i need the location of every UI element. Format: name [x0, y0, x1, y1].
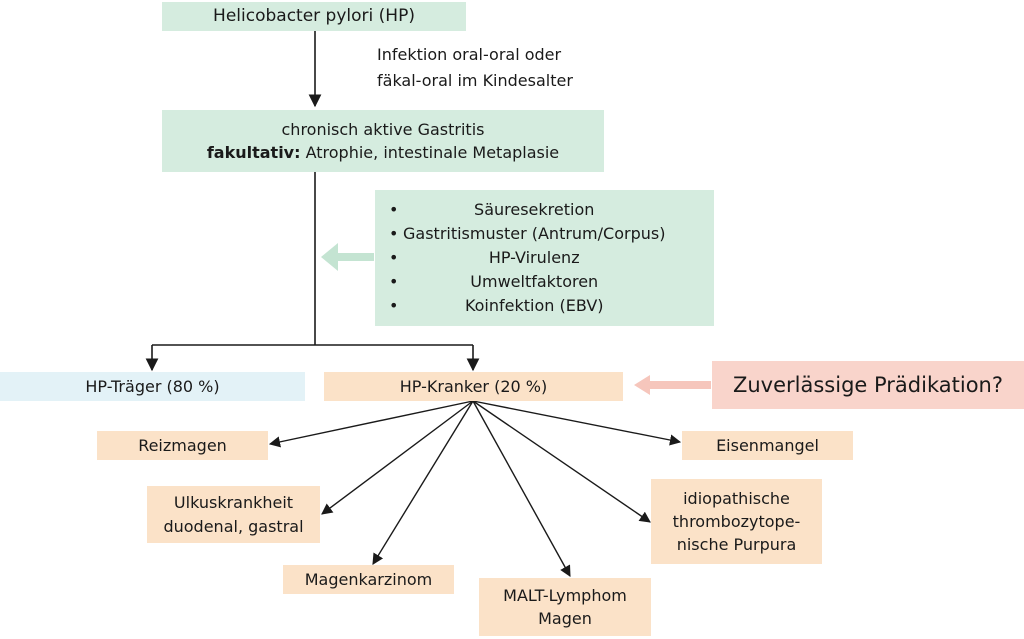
- itp-line1: idiopathische: [683, 488, 790, 508]
- arrow-to-itp: [472, 400, 651, 523]
- root-node-helicobacter: Helicobacter pylori (HP): [162, 2, 466, 31]
- root-label: Helicobacter pylori (HP): [213, 6, 415, 27]
- patient-label: HP-Kranker (20 %): [399, 376, 548, 396]
- arrow-to-reizmagen: [268, 400, 474, 448]
- arrow-to-eisenmangel: [472, 400, 682, 446]
- malt-line1: MALT-Lymphom: [503, 585, 627, 605]
- gastritis-line2: fakultativ: Atrophie, intestinale Metapl…: [207, 141, 559, 164]
- eisenmangel-label: Eisenmangel: [716, 435, 819, 455]
- outcome-karzinom: Magenkarzinom: [283, 565, 454, 594]
- factor-item: Gastritismuster (Antrum/Corpus): [387, 222, 665, 246]
- outcome-itp: idiopathische thrombozytope- nische Purp…: [651, 479, 822, 564]
- arrow-to-ulkus: [321, 400, 474, 515]
- factor-item: Koinfektion (EBV): [387, 294, 665, 318]
- fakultativ-text: Atrophie, intestinale Metaplasie: [300, 143, 560, 162]
- factors-influence-arrow: [321, 243, 374, 271]
- infection-note-line2: fäkal-oral im Kindesalter: [377, 70, 573, 90]
- infection-note-line1: Infektion oral-oral oder: [377, 45, 562, 64]
- carrier-node: HP-Träger (80 %): [0, 372, 305, 401]
- infection-note: Infektion oral-oral oder fäkal-oral im K…: [377, 42, 573, 93]
- ulkus-line1: Ulkuskrankheit: [173, 493, 294, 513]
- outcome-ulkus: Ulkuskrankheit duodenal, gastral: [147, 486, 320, 543]
- malt-line2: Magen: [538, 609, 592, 628]
- prediction-label: Zuverlässige Prädikation?: [732, 372, 1004, 397]
- factors-box: Säuresekretion Gastritismuster (Antrum/C…: [375, 190, 714, 326]
- karzinom-label: Magenkarzinom: [304, 569, 433, 589]
- ulkus-line2: duodenal, gastral: [163, 516, 304, 536]
- arrow-to-malt: [472, 400, 571, 577]
- factor-item: Umweltfaktoren: [387, 270, 665, 294]
- carrier-label: HP-Träger (80 %): [85, 376, 220, 396]
- itp-line3: nische Purpura: [676, 535, 797, 555]
- fakultativ-label: fakultativ:: [206, 143, 301, 162]
- outcome-malt: MALT-Lymphom Magen: [479, 578, 651, 636]
- itp-line2: thrombozytope-: [672, 511, 801, 531]
- gastritis-line1: chronisch aktive Gastritis: [281, 119, 485, 139]
- outcome-reizmagen: Reizmagen: [97, 431, 268, 460]
- gastritis-node: chronisch aktive Gastritis fakultativ: A…: [162, 110, 604, 172]
- factor-item: Säuresekretion: [387, 198, 665, 222]
- prediction-arrow: [634, 375, 711, 395]
- patient-node: HP-Kranker (20 %): [324, 372, 623, 401]
- factor-item: HP-Virulenz: [387, 246, 665, 270]
- outcome-eisenmangel: Eisenmangel: [682, 431, 853, 460]
- factors-list: Säuresekretion Gastritismuster (Antrum/C…: [387, 198, 665, 318]
- reizmagen-label: Reizmagen: [138, 435, 227, 455]
- arrow-to-karzinom: [372, 400, 474, 565]
- prediction-box: Zuverlässige Prädikation?: [712, 361, 1024, 409]
